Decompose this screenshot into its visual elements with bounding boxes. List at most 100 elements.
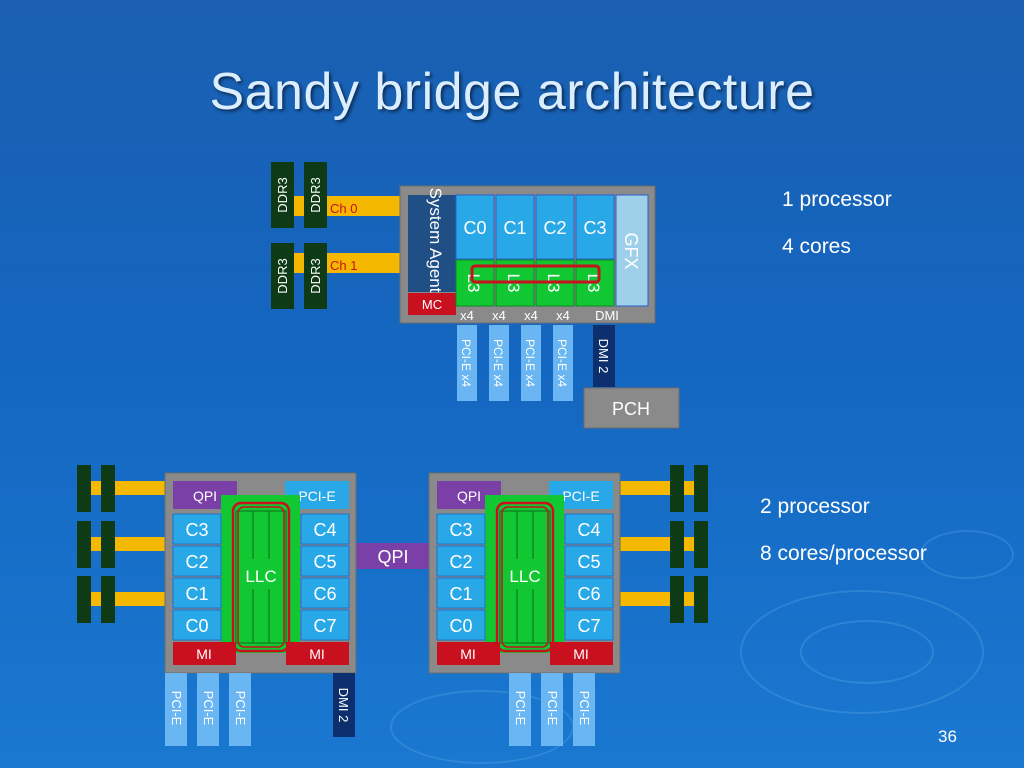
- core-c2: [172, 545, 222, 577]
- core-c2: [436, 545, 486, 577]
- pch-label: PCH: [612, 399, 650, 419]
- gfx-label: GFX: [621, 232, 641, 269]
- svg-text:C2: C2: [185, 552, 208, 572]
- pcie-link-label: PCI-E: [513, 691, 528, 726]
- svg-text:DDR3: DDR3: [275, 258, 290, 293]
- pcie-link: [489, 325, 509, 401]
- dmi-link-label: DMI 2: [336, 688, 351, 723]
- svg-text:PCI-E: PCI-E: [562, 488, 599, 504]
- decorative-ripple: [800, 620, 934, 684]
- svg-text:C0: C0: [185, 616, 208, 636]
- memory-bus: [620, 592, 702, 606]
- core-c0: [172, 609, 222, 641]
- processor-package-2: QPI PCI-E LLC C3 C2 C1 C0 C4 C5 C6 C7 MI…: [428, 472, 621, 674]
- svg-text:QPI: QPI: [193, 488, 217, 504]
- svg-text:MI: MI: [196, 646, 212, 662]
- dimm-group-right: [670, 465, 708, 623]
- pcie-link: [521, 325, 541, 401]
- ddr3-dimm: DDR3: [304, 162, 327, 228]
- svg-text:C5: C5: [313, 552, 336, 572]
- core-c6: [300, 577, 350, 609]
- pcie-link: [197, 673, 219, 746]
- memory-bus: [88, 481, 166, 495]
- svg-text:MI: MI: [573, 646, 589, 662]
- core-c7: [300, 609, 350, 641]
- svg-text:DDR3: DDR3: [308, 258, 323, 293]
- dmi-port-label: DMI: [595, 308, 619, 323]
- port-label: x4: [524, 308, 538, 323]
- memory-controller-label: MC: [422, 297, 442, 312]
- decorative-ripple: [920, 530, 1014, 579]
- core-c6: [564, 577, 614, 609]
- memory-bus: [620, 481, 702, 495]
- system-agent-label: System Agent: [426, 188, 445, 293]
- slide-title: Sandy bridge architecture: [209, 63, 815, 121]
- ring-bus: [470, 264, 601, 284]
- pcie-link: [541, 673, 563, 746]
- qpi-link-label: QPI: [377, 547, 408, 567]
- processor-package-1: QPI PCI-E LLC C3 C2 C1 C0 C4 C5 C6 C7 MI…: [164, 472, 357, 674]
- core-c1: [172, 577, 222, 609]
- svg-text:MI: MI: [309, 646, 325, 662]
- note-dual-core-count: 8 cores/processor: [760, 542, 927, 565]
- port-label: x4: [460, 308, 474, 323]
- core-c4: [300, 513, 350, 545]
- core-label: C2: [543, 218, 566, 238]
- core-c3: [172, 513, 222, 545]
- memory-bus: [88, 537, 166, 551]
- pch: [583, 387, 680, 429]
- svg-text:C0: C0: [449, 616, 472, 636]
- ddr3-dimm: DDR3: [304, 243, 327, 309]
- note-processor-count: 1 processor: [782, 188, 892, 211]
- pcie-link-label: PCI-E x4: [523, 339, 537, 387]
- core-label: C0: [463, 218, 486, 238]
- memory-interface: [437, 642, 500, 665]
- svg-text:DDR3: DDR3: [308, 177, 323, 212]
- svg-text:C7: C7: [313, 616, 336, 636]
- core-c3: [436, 513, 486, 545]
- svg-text:DDR3: DDR3: [275, 177, 290, 212]
- pcie-link-label: PCI-E x4: [491, 339, 505, 387]
- core-c1: [495, 194, 535, 260]
- pcie-link: [553, 325, 573, 401]
- pcie-link-label: PCI-E: [577, 691, 592, 726]
- ddr3-dimm: DDR3: [271, 162, 294, 228]
- memory-bus: [620, 537, 702, 551]
- port-label: x4: [492, 308, 506, 323]
- pcie-link: [457, 325, 477, 401]
- note-dual-processor-count: 2 processor: [760, 495, 870, 518]
- gfx-unit: [615, 194, 649, 307]
- core-c7: [564, 609, 614, 641]
- pcie-link: [509, 673, 531, 746]
- memory-bus: [88, 592, 166, 606]
- svg-text:C4: C4: [577, 520, 600, 540]
- dmi-link: [333, 673, 355, 737]
- core-c5: [564, 545, 614, 577]
- channel-label: Ch 1: [330, 258, 357, 273]
- svg-text:PCI-E: PCI-E: [298, 488, 335, 504]
- pcie-link-label: PCI-E: [169, 691, 184, 726]
- core-label: C3: [583, 218, 606, 238]
- slide-number: 36: [938, 727, 957, 746]
- memory-interface: [286, 642, 349, 665]
- note-core-count: 4 cores: [782, 235, 851, 258]
- pcie-link: [573, 673, 595, 746]
- core-c0: [455, 194, 495, 260]
- svg-text:LLC: LLC: [509, 567, 540, 586]
- pcie-link-label: PCI-E: [545, 691, 560, 726]
- svg-text:C3: C3: [449, 520, 472, 540]
- channel-label: Ch 0: [330, 201, 357, 216]
- core-c1: [436, 577, 486, 609]
- svg-text:LLC: LLC: [245, 567, 276, 586]
- svg-text:C6: C6: [577, 584, 600, 604]
- pcie-link-label: PCI-E x4: [459, 339, 473, 387]
- svg-text:C2: C2: [449, 552, 472, 572]
- core-c4: [564, 513, 614, 545]
- pcie-link: [229, 673, 251, 746]
- svg-text:QPI: QPI: [457, 488, 481, 504]
- svg-text:C1: C1: [449, 584, 472, 604]
- ddr3-dimm: DDR3: [271, 243, 294, 309]
- svg-text:C3: C3: [185, 520, 208, 540]
- pcie-link-label: PCI-E: [201, 691, 216, 726]
